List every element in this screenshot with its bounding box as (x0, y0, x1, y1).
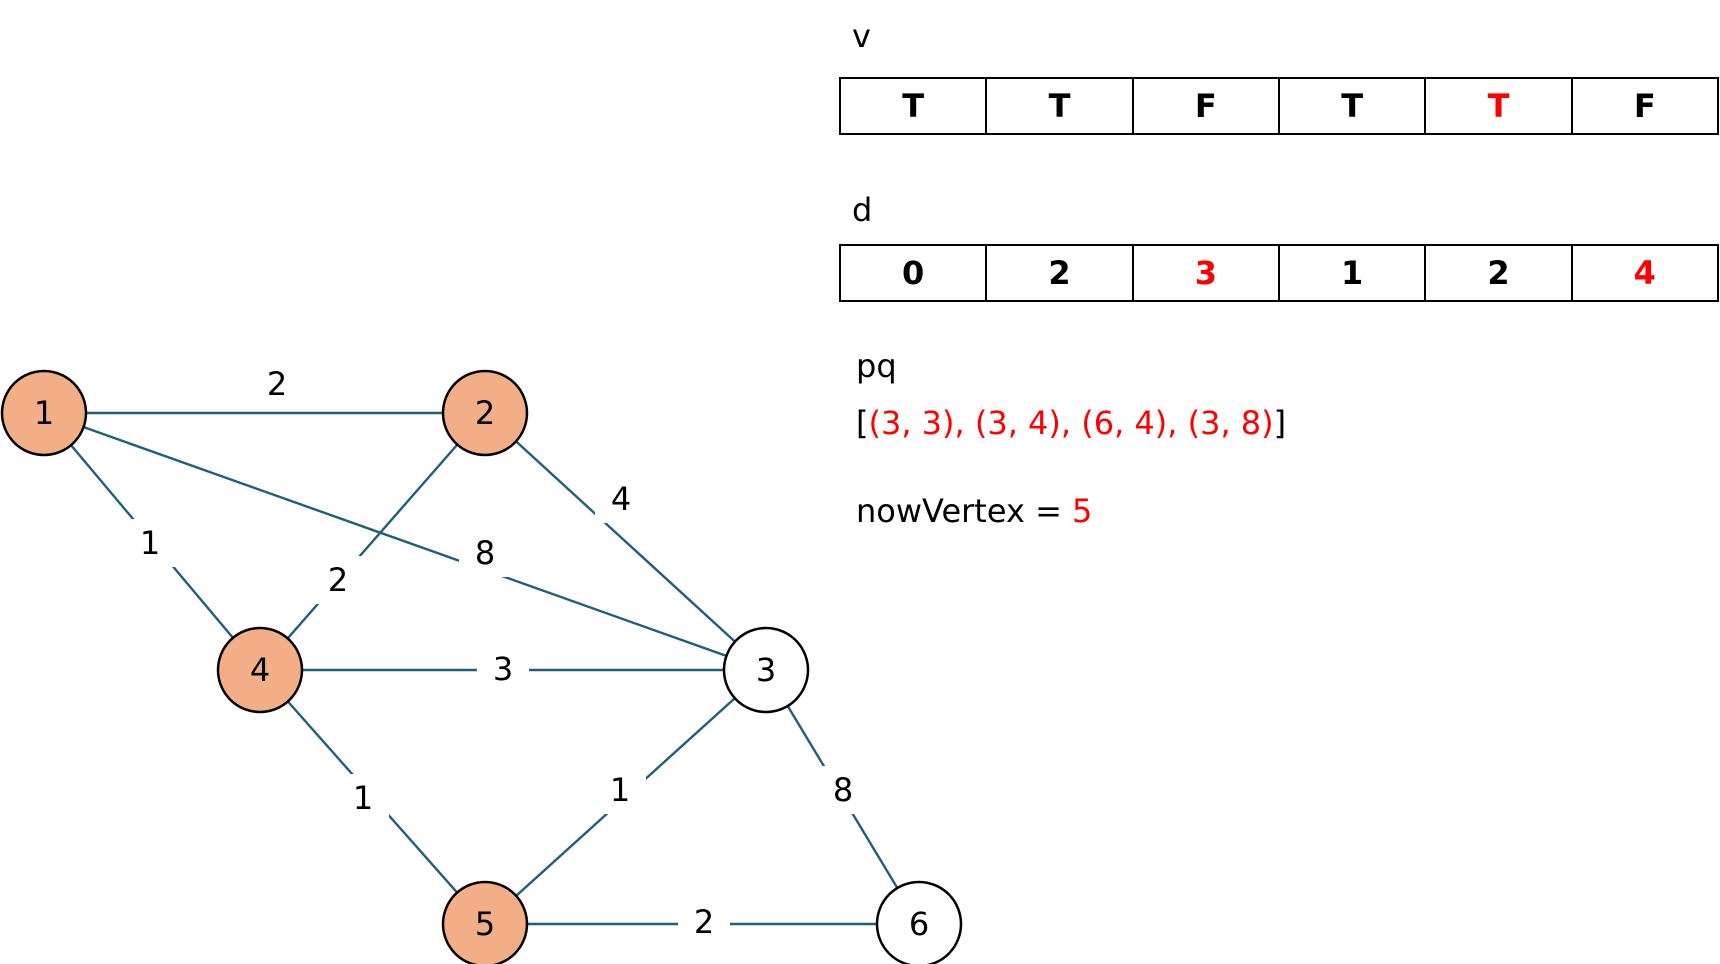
node-label: 3 (756, 651, 776, 689)
v-cell: F (1633, 87, 1656, 125)
node-label: 2 (475, 394, 495, 432)
edge-weight-5-3: 1 (610, 771, 630, 809)
nodes-layer: 1 2 3 4 5 6 (0, 369, 963, 964)
pq-open-bracket: [ (856, 404, 869, 442)
v-cell: T (1426, 79, 1573, 133)
pq-items: (3, 3), (3, 4), (6, 4), (3, 8) (868, 404, 1274, 442)
edge-1-3 (43, 411, 767, 672)
edge-label-background (817, 766, 869, 814)
v-array-label: v (852, 17, 871, 55)
edge-label-background (678, 898, 730, 946)
node-label: 6 (909, 905, 929, 943)
edge-weight-5-6: 2 (694, 903, 714, 941)
v-cell: T (1280, 79, 1427, 133)
d-cell: 2 (987, 246, 1134, 300)
pq-close-bracket: ] (1273, 404, 1287, 442)
now-vertex-label: nowVertex (856, 492, 1025, 530)
edge-label-background (594, 766, 646, 814)
pq-label: pq (856, 347, 897, 385)
v-cell: T (841, 79, 988, 133)
node-5: 5 (441, 880, 529, 964)
v-array: T T F T T F (839, 77, 1719, 135)
edge-label-background (337, 774, 389, 822)
node-3: 3 (722, 626, 810, 714)
v-cell: F (1134, 79, 1280, 133)
node-circle (216, 626, 304, 714)
node-2: 2 (441, 369, 529, 457)
node-1: 1 (0, 369, 88, 457)
node-6: 6 (875, 880, 963, 964)
v-cell: T (987, 79, 1134, 133)
edge-weight-1-2: 2 (267, 365, 287, 403)
graph-diagram: 2 1 8 4 2 3 1 1 8 2 1 2 3 4 5 6 (0, 360, 963, 964)
edge-weight-4-3: 3 (493, 650, 513, 688)
node-label: 4 (250, 651, 270, 689)
d-cell: 2 (1426, 246, 1573, 300)
edge-weight-3-6: 8 (833, 771, 853, 809)
node-circle (722, 626, 810, 714)
node-circle (875, 880, 963, 964)
node-circle (441, 880, 529, 964)
edges-layer: 2 1 8 4 2 3 1 1 8 2 (43, 360, 921, 946)
edge-label-background (312, 556, 364, 604)
node-label: 1 (34, 394, 54, 432)
node-label: 5 (475, 905, 495, 943)
now-vertex-value: 5 (1072, 492, 1093, 530)
edge-weight-4-5: 1 (353, 779, 373, 817)
d-cell: 3 (1134, 246, 1280, 300)
edge-weight-1-4: 1 (140, 524, 160, 562)
node-circle (0, 369, 88, 457)
d-array: 0 2 3 1 2 4 (839, 244, 1719, 302)
d-array-label: d (852, 191, 873, 229)
edge-label-background (251, 360, 303, 408)
edge-2-3 (484, 412, 767, 671)
now-vertex-operator: = (1035, 492, 1062, 530)
d-cell: 1 (1280, 246, 1427, 300)
node-circle (441, 369, 529, 457)
d-cell: 4 (1633, 254, 1656, 292)
node-4: 4 (216, 626, 304, 714)
edge-label-background (595, 475, 647, 523)
edge-label-background (459, 529, 511, 577)
pq-contents: [(3, 3), (3, 4), (6, 4), (3, 8)] (856, 407, 1286, 439)
edge-label-background (124, 519, 176, 567)
edge-label-background (477, 645, 529, 693)
edge-weight-2-4: 2 (328, 561, 348, 599)
d-cell: 0 (841, 246, 988, 300)
now-vertex-line: nowVertex = 5 (856, 495, 1092, 527)
edge-weight-1-3: 8 (475, 534, 495, 572)
edge-2-4 (259, 412, 486, 671)
edge-weight-2-3: 4 (611, 480, 631, 518)
